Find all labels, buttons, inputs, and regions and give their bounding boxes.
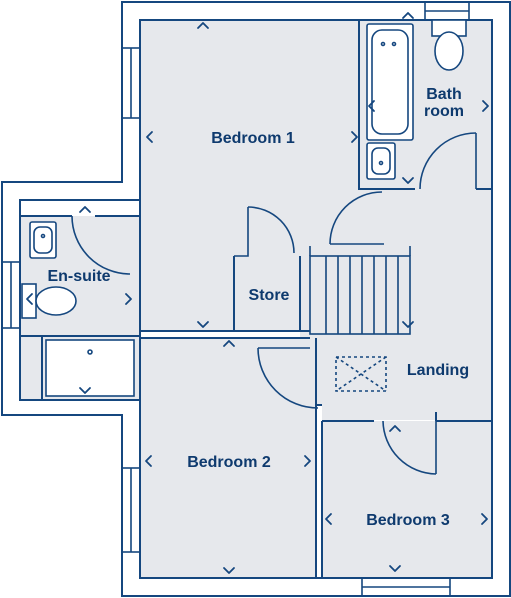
fixtures <box>21 19 467 397</box>
doors <box>71 132 477 475</box>
bathroom-basin <box>366 142 396 180</box>
label-bedroom-2: Bedroom 2 <box>187 454 271 471</box>
shower-tray <box>45 339 135 397</box>
label-landing: Landing <box>407 362 469 379</box>
bath <box>366 23 414 141</box>
room-labels: Bedroom 1 Bath room En-suite Store Landi… <box>47 86 469 529</box>
label-store: Store <box>249 287 290 304</box>
windows <box>1 1 470 597</box>
label-ensuite: En-suite <box>47 268 110 285</box>
label-bedroom-1: Bedroom 1 <box>211 130 295 147</box>
ensuite-basin <box>29 221 57 259</box>
label-bedroom-3: Bedroom 3 <box>366 512 450 529</box>
dimension-arrows <box>26 12 489 574</box>
staircase <box>309 246 411 335</box>
loft-hatch <box>335 356 387 392</box>
bathroom-toilet <box>431 19 467 71</box>
interior-walls <box>20 20 492 578</box>
label-bathroom-line1: Bath <box>426 86 462 103</box>
label-bathroom-line2: room <box>424 103 464 120</box>
